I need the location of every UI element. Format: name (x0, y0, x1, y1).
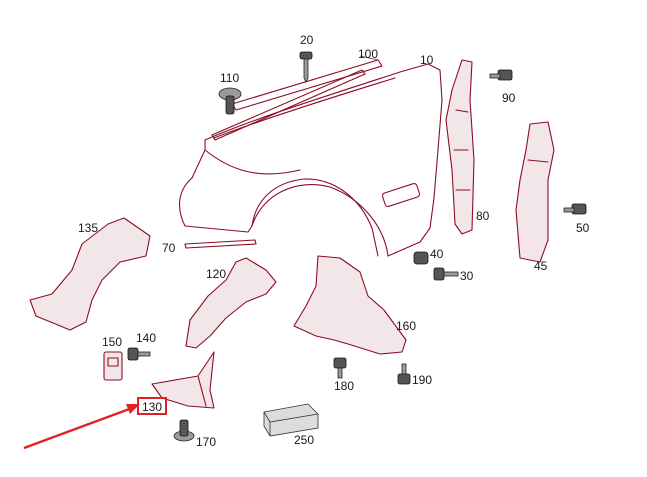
clip-part-170[interactable] (173, 419, 195, 442)
callout-100: 100 (358, 47, 378, 61)
callout-160: 160 (396, 319, 416, 333)
callout-150: 150 (102, 335, 122, 349)
callout-135: 135 (78, 221, 98, 235)
callout-140: 140 (136, 331, 156, 345)
screw-part-20[interactable] (299, 51, 313, 83)
callout-130[interactable]: 130 (142, 400, 162, 414)
callout-120: 120 (206, 267, 226, 281)
callout-50: 50 (576, 221, 590, 235)
callout-30: 30 (460, 269, 474, 283)
bracket-part-150[interactable] (103, 351, 123, 381)
callout-190: 190 (412, 373, 432, 387)
inner-liner-part-135[interactable] (29, 217, 151, 331)
screw-part-30[interactable] (433, 267, 459, 281)
callout-180: 180 (334, 379, 354, 393)
panel-part-45[interactable] (515, 121, 555, 263)
inner-liner-part-120[interactable] (185, 257, 277, 349)
screw-part-190[interactable] (397, 363, 411, 385)
callout-110: 110 (220, 71, 239, 85)
callout-40: 40 (430, 247, 444, 261)
screw-part-90[interactable] (489, 69, 513, 81)
callout-45: 45 (534, 259, 548, 273)
strip-part-100[interactable] (231, 55, 383, 111)
red-arrow-icon (23, 404, 140, 450)
clip-part-110[interactable] (218, 87, 242, 115)
callout-170: 170 (196, 435, 216, 449)
fender-part-10[interactable] (179, 63, 443, 257)
nut-part-40[interactable] (413, 251, 429, 265)
screw-part-50[interactable] (563, 203, 587, 215)
callout-10: 10 (420, 53, 434, 67)
block-part-250[interactable] (263, 403, 319, 437)
inner-liner-part-160[interactable] (293, 255, 407, 355)
callout-80: 80 (476, 209, 490, 223)
strip-part-110[interactable] (211, 69, 366, 141)
bracket-part-80[interactable] (445, 59, 475, 235)
screw-part-140[interactable] (127, 347, 151, 361)
callout-20: 20 (300, 33, 314, 47)
callout-90: 90 (502, 91, 516, 105)
strip-part-70[interactable] (184, 239, 257, 249)
screw-part-180[interactable] (333, 357, 347, 379)
callout-70: 70 (162, 241, 176, 255)
callout-250: 250 (294, 433, 314, 447)
